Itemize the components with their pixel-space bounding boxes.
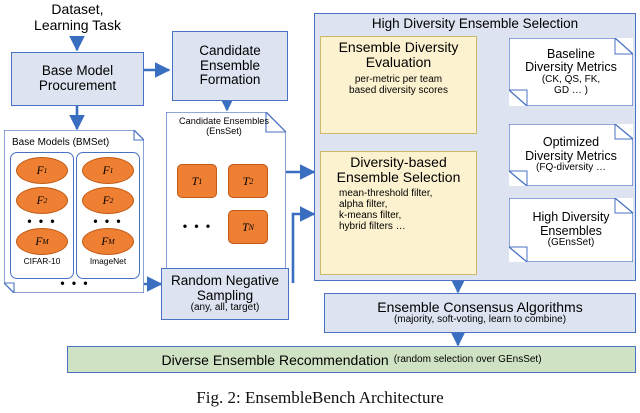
- baseline-diversity-metrics-box[interactable]: Baseline Diversity Metrics (CK, QS, FK, …: [509, 38, 633, 106]
- dbs-filter-item: hybrid filters …: [339, 220, 406, 232]
- dbs-line-1: Diversity-based: [350, 154, 447, 170]
- bmset-group-ellipsis: • • •: [93, 214, 123, 228]
- diverse-ensemble-recommendation-box[interactable]: Diverse Ensemble Recommendation (random …: [67, 346, 636, 373]
- bdm-line-1: Baseline: [547, 46, 595, 61]
- optimized-metrics-text: Optimized Diversity Metrics (FQ-diversit…: [509, 136, 633, 174]
- candidate-ensemble-formation-box[interactable]: Candidate Ensemble Formation: [172, 31, 288, 101]
- ede-line-1: Ensemble Diversity: [338, 39, 459, 55]
- high-diversity-ensembles-box[interactable]: High Diversity Ensembles (GEnsSet): [509, 198, 633, 262]
- bmset-title: Base Models (BMSet): [12, 137, 110, 148]
- ede-line-2: Evaluation: [365, 54, 432, 71]
- figure-caption: Fig. 2: EnsembleBench Architecture: [196, 388, 444, 407]
- bmp-line-2: Procurement: [38, 78, 117, 93]
- dbs-filter-item: mean-threshold filter,: [339, 187, 433, 199]
- ensset-ellipsis: • • •: [182, 219, 213, 233]
- bmset-group-caption: CIFAR-10: [23, 256, 61, 266]
- diversity-based-ensemble-selection-box[interactable]: Diversity-based Ensemble Selection mean-…: [320, 151, 477, 275]
- ensset-title: Candidate Ensembles (EnsSet): [166, 116, 282, 137]
- dbs-filter-item: alpha filter,: [339, 198, 388, 210]
- consensus-title: Ensemble Consensus Algorithms: [377, 299, 583, 316]
- rns-line-1: Random Negative: [170, 273, 280, 289]
- odm-line-1: Optimized: [542, 135, 600, 150]
- cef-line-2: Ensemble: [199, 57, 261, 73]
- bmset-outer-ellipsis: • • •: [60, 276, 90, 290]
- recommendation-detail: (random selection over GEnsSet): [393, 354, 542, 365]
- ede-detail-1: per-metric per team: [354, 73, 443, 85]
- bdm-detail-2: GD … ): [554, 84, 588, 96]
- ensemble-consensus-algorithms-box[interactable]: Ensemble Consensus Algorithms (majority,…: [324, 293, 636, 333]
- dataset-input-label: Dataset, Learning Task: [10, 1, 145, 33]
- optimized-diversity-metrics-box[interactable]: Optimized Diversity Metrics (FQ-diversit…: [509, 124, 633, 186]
- consensus-detail: (majority, soft-voting, learn to combine…: [393, 314, 567, 326]
- dataset-line-1: Dataset,: [51, 1, 104, 17]
- base-model-procurement-box[interactable]: Base Model Procurement: [11, 52, 144, 106]
- random-negative-sampling-box[interactable]: Random Negative Sampling (any, all, targ…: [161, 268, 289, 320]
- bdm-line-2: Diversity Metrics: [525, 60, 617, 75]
- rns-line-2: Sampling: [196, 287, 254, 303]
- dbs-line-2: Ensemble Selection: [336, 169, 461, 186]
- cef-line-1: Candidate: [199, 43, 261, 59]
- arrow-sampling-to-hdes: [291, 206, 316, 283]
- bmp-line-1: Base Model: [41, 63, 114, 79]
- bmset-group-caption: ImageNet: [89, 256, 127, 266]
- recommendation-title: Diverse Ensemble Recommendation: [161, 351, 389, 368]
- dataset-line-2: Learning Task: [34, 16, 121, 33]
- dbs-filter-item: k-means filter,: [339, 209, 402, 221]
- ede-detail-2: based diversity scores: [349, 84, 448, 96]
- baseline-metrics-text: Baseline Diversity Metrics (CK, QS, FK, …: [509, 46, 633, 97]
- high-diversity-ensembles-text: High Diversity Ensembles (GEnsSet): [509, 211, 633, 249]
- hdes-panel-title: High Diversity Ensemble Selection: [371, 16, 579, 31]
- bmset-group-ellipsis: • • •: [27, 214, 57, 228]
- ensset-title-line-1: Candidate Ensembles: [179, 116, 269, 126]
- cef-line-3: Formation: [199, 72, 261, 88]
- rns-detail: (any, all, target): [190, 302, 260, 314]
- hde-line-1: High Diversity: [532, 210, 610, 225]
- hde-detail: (GEnsSet): [547, 237, 595, 249]
- ensemble-diversity-evaluation-box[interactable]: Ensemble Diversity Evaluation per-metric…: [320, 36, 477, 134]
- odm-detail: (FQ-diversity …: [536, 162, 606, 174]
- hde-line-2: Ensembles: [540, 223, 602, 238]
- odm-line-2: Diversity Metrics: [525, 148, 617, 163]
- bdm-detail-1: (CK, QS, FK,: [541, 73, 601, 85]
- dbs-filter-list: mean-threshold filter, alpha filter, k-m…: [321, 188, 476, 232]
- ensset-title-line-2: (EnsSet): [206, 126, 242, 137]
